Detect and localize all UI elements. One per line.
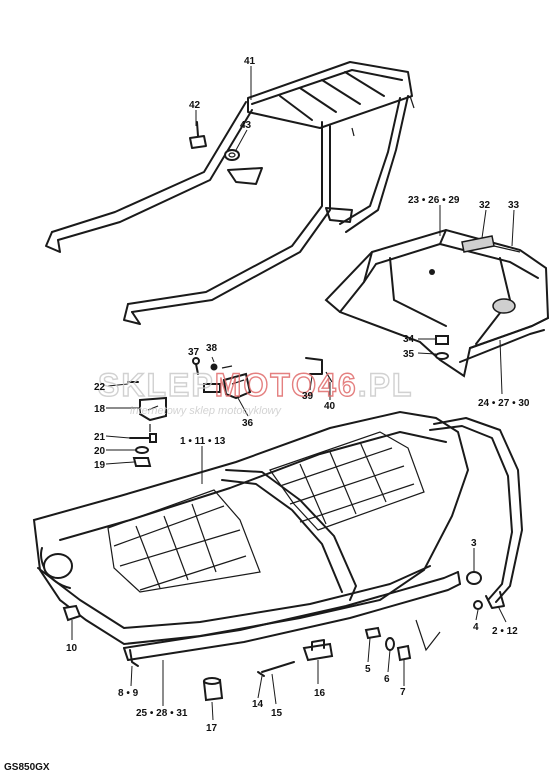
leader-lines	[71, 66, 515, 721]
callout-34: 34	[403, 334, 415, 345]
callout-39: 39	[302, 391, 314, 402]
callout-24-27-30: 24 • 27 • 30	[478, 398, 530, 409]
callout-5: 5	[365, 664, 371, 675]
callout-8-9: 8 • 9	[118, 688, 139, 699]
callout-20: 20	[94, 446, 106, 457]
callout-40: 40	[324, 401, 336, 412]
callout-33: 33	[508, 200, 520, 211]
model-code: GS850GX	[4, 762, 50, 773]
callout-19: 19	[94, 460, 106, 471]
callout-labels: 41 42 43 23 • 26 • 29 32 33 34 35 24 • 2…	[66, 56, 530, 734]
callout-38: 38	[206, 343, 218, 354]
callout-25-28-31: 25 • 28 • 31	[136, 708, 188, 719]
watermark: SKLEPMOTO46.PL internetowy sklep motocyk…	[97, 366, 413, 417]
callout-15: 15	[271, 708, 283, 719]
callout-23-26-29: 23 • 26 • 29	[408, 195, 460, 206]
callout-4: 4	[473, 622, 479, 633]
callout-32: 32	[479, 200, 491, 211]
callout-14: 14	[252, 699, 264, 710]
callout-37: 37	[188, 347, 200, 358]
callout-42: 42	[189, 100, 201, 111]
callout-6: 6	[384, 674, 390, 685]
callout-41: 41	[244, 56, 256, 67]
luggage-rack	[45, 61, 415, 325]
callout-18: 18	[94, 404, 106, 415]
watermark-brand: SKLEPMOTO46.PL	[98, 367, 413, 403]
callout-1-11-13: 1 • 11 • 13	[180, 436, 226, 447]
callout-35: 35	[403, 349, 415, 360]
main-seat	[32, 410, 470, 646]
callout-21: 21	[94, 432, 106, 443]
callout-7: 7	[400, 687, 406, 698]
callout-16: 16	[314, 688, 326, 699]
callout-2-12: 2 • 12	[492, 626, 518, 637]
seat-trim-strip	[123, 571, 461, 661]
seat-tail-cover	[324, 228, 550, 378]
callout-43: 43	[240, 120, 252, 131]
callout-17: 17	[206, 723, 218, 734]
callout-10: 10	[66, 643, 78, 654]
callout-36: 36	[242, 418, 254, 429]
callout-22: 22	[94, 382, 106, 393]
callout-3: 3	[471, 538, 477, 549]
watermark-tagline: internetowy sklep motocyklowy	[130, 405, 283, 417]
seat-hardware	[62, 604, 412, 702]
